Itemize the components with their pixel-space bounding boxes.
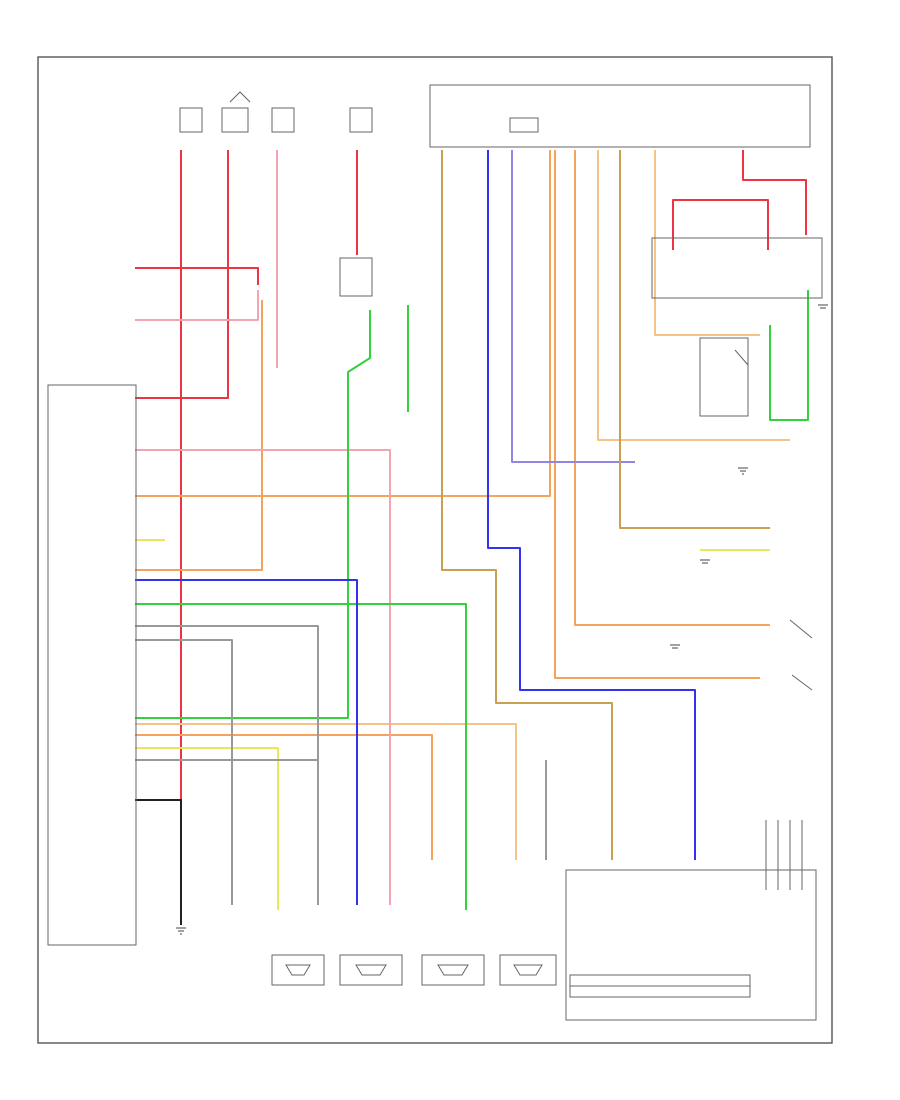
wire-violet-23 bbox=[511, 150, 635, 463]
wire-red-16 bbox=[672, 199, 769, 250]
instrument-cluster bbox=[565, 869, 817, 1021]
wire-light_orange-12 bbox=[654, 150, 760, 336]
wire-red-15 bbox=[742, 150, 807, 235]
main-control-unit bbox=[47, 384, 137, 946]
wire-black-29 bbox=[135, 799, 182, 925]
center-relay-box bbox=[339, 257, 373, 297]
wire-blue-21 bbox=[135, 579, 358, 905]
wires-layer bbox=[135, 150, 809, 925]
wire-tan-27 bbox=[441, 150, 613, 860]
control-module-top-right bbox=[429, 84, 811, 148]
wire-pink-3 bbox=[135, 290, 259, 321]
wire-gray-31 bbox=[135, 625, 319, 760]
speaker-modules bbox=[271, 954, 557, 986]
wire-orange-6 bbox=[135, 300, 263, 571]
diagram-border bbox=[37, 56, 833, 1044]
wire-light_orange-8 bbox=[135, 723, 517, 860]
wire-yellow-25 bbox=[135, 747, 279, 910]
wire-red-2 bbox=[135, 267, 259, 285]
wire-gray-34 bbox=[135, 639, 233, 690]
right-connector-stubs bbox=[765, 820, 803, 890]
wire-orange-7 bbox=[574, 150, 770, 626]
wire-green-17 bbox=[135, 310, 371, 719]
right-relay-switches bbox=[651, 237, 823, 691]
wire-orange-10 bbox=[554, 150, 760, 679]
wire-green-18 bbox=[135, 603, 467, 910]
wire-light_orange-11 bbox=[597, 150, 790, 441]
ground-symbols bbox=[176, 304, 828, 935]
wire-blue-22 bbox=[487, 150, 696, 860]
wire-green-19 bbox=[769, 290, 809, 421]
top-fuse-connectors bbox=[179, 91, 373, 133]
wire-pink-13 bbox=[135, 449, 391, 905]
wire-orange-5 bbox=[135, 150, 551, 497]
wire-tan-28 bbox=[619, 150, 770, 529]
wire-orange-9 bbox=[135, 734, 433, 860]
wire-gray-30 bbox=[135, 759, 319, 905]
wire-red-1 bbox=[135, 150, 229, 399]
